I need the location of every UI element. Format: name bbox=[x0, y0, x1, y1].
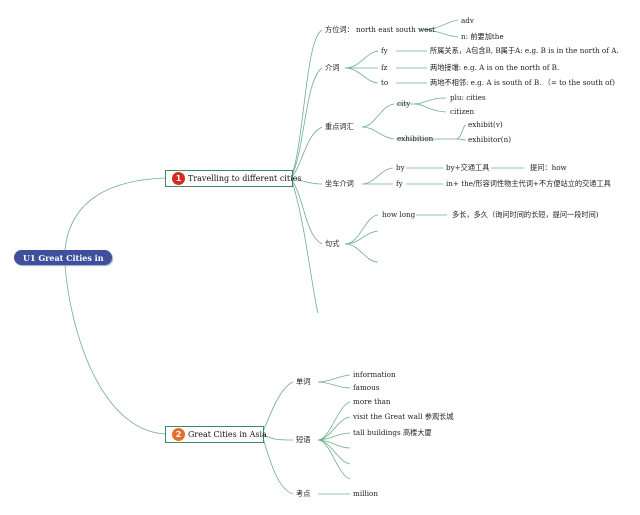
sentence-how-long-text: 多长，多久（询问时间的长短，提问一段时间) bbox=[452, 210, 599, 219]
vocab-exhibitor: exhibitor(n) bbox=[468, 135, 512, 144]
vocab-citizen: citizen bbox=[450, 107, 475, 116]
jieci-item-3-word: to bbox=[381, 78, 389, 87]
root-node[interactable]: U1 Great Cities in bbox=[14, 250, 112, 265]
sentence-how-long: how long bbox=[382, 210, 416, 219]
vocab-city: city bbox=[397, 99, 411, 108]
vocab-label[interactable]: 重点词汇 bbox=[325, 122, 354, 131]
exam-label[interactable]: 考点 bbox=[296, 489, 311, 498]
transport-in-text: in+ the/形容词性物主代词+不方便站立的交通工具 bbox=[446, 179, 611, 188]
exam-item-1: million bbox=[353, 489, 378, 498]
jieci-item-1-text: 所属关系，A包含B, B属于A: e.g. B is in the north … bbox=[430, 46, 619, 55]
sentence-label[interactable]: 句式 bbox=[325, 239, 340, 248]
jieci-item-2-text: 两地接壤: e.g. A is on the north of B. bbox=[430, 63, 560, 72]
topic-asia-node[interactable]: 2 Great Cities in Asia bbox=[165, 426, 267, 443]
fangwei-n: n: 前要加the bbox=[461, 32, 504, 41]
fangwei-label[interactable]: 方位词： bbox=[325, 25, 354, 34]
phrases-item-3: tall buildings 高楼大厦 bbox=[353, 428, 432, 437]
transport-label[interactable]: 坐车介词 bbox=[325, 179, 354, 188]
topic-asia-label: Great Cities in Asia bbox=[188, 430, 267, 439]
vocab-exhibit: exhibit(v) bbox=[468, 120, 503, 129]
transport-in-word: fy bbox=[396, 179, 403, 188]
words-item-2: famous bbox=[353, 383, 380, 392]
words-item-1: information bbox=[353, 370, 396, 379]
transport-by-text: by+交通工具 bbox=[446, 163, 490, 172]
fangwei-adv: adv bbox=[461, 16, 474, 25]
transport-by-ask: 提问：how bbox=[530, 163, 567, 172]
vocab-city-plural: plu: cities bbox=[450, 93, 486, 102]
topic-travelling-label: Travelling to different cities bbox=[188, 174, 302, 183]
topic-1-badge: 1 bbox=[172, 172, 185, 185]
phrases-item-1: more than bbox=[353, 397, 391, 406]
topic-travelling-node[interactable]: 1 Travelling to different cities bbox=[165, 170, 301, 187]
jieci-label[interactable]: 介词 bbox=[325, 63, 340, 72]
words-label[interactable]: 单词 bbox=[296, 377, 311, 386]
phrases-item-2: visit the Great wall 参观长城 bbox=[353, 412, 454, 421]
root-label: U1 Great Cities in bbox=[23, 253, 104, 263]
jieci-item-1-word: fy bbox=[381, 46, 388, 55]
fangwei-words: north east south west bbox=[356, 25, 436, 34]
jieci-item-3-text: 两地不相邻: e.g. A is south of B. （= to the s… bbox=[430, 78, 615, 87]
phrases-label[interactable]: 短语 bbox=[296, 435, 311, 444]
jieci-item-2-word: fz bbox=[381, 63, 388, 72]
transport-by-word: by bbox=[396, 163, 405, 172]
vocab-exhibition: exhibition bbox=[397, 134, 434, 143]
topic-2-badge: 2 bbox=[172, 428, 185, 441]
